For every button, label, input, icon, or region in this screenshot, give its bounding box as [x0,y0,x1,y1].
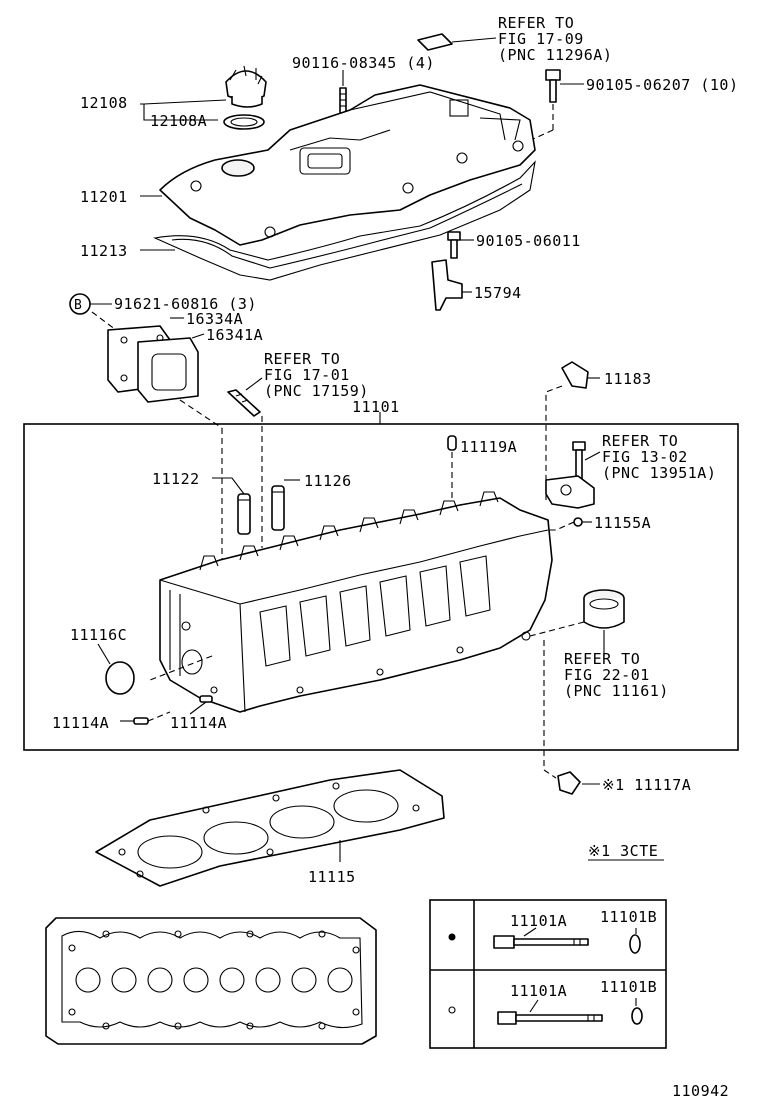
refer-1709-line3: (PNC 11296A) [498,46,612,64]
label-90116-08345: 90116-08345 (4) [292,54,435,72]
cam-cap-11183 [545,361,600,500]
label-11101: 11101 [352,398,400,416]
label-11183: 11183 [604,370,652,388]
table-label-11101A-2: 11101A [510,982,567,1000]
label-11122: 11122 [152,470,200,488]
stud-bolt-90116-08345 [339,70,347,119]
valve-guide-11122 [212,428,251,560]
cam-seal-cup [529,589,625,656]
plug-11117A [543,640,600,795]
stud-17159 [227,377,263,417]
circle-b-text: B [74,298,82,313]
label-12108: 12108 [80,94,128,112]
bolt-90105-06011 [447,231,474,259]
bolt-table [429,899,667,1049]
label-11117A: ※1 11117A [602,776,691,794]
label-90105-06207: 90105-06207 (10) [586,76,739,94]
refer-1701-line1: REFER TO [264,350,340,368]
label-16334A: 16334A [186,310,243,328]
label-11155A: 11155A [594,514,651,532]
refer-1302-line3: (PNC 13951A) [602,464,716,482]
label-11116C: 11116C [70,626,127,644]
plug-11119A [447,435,457,500]
label-11126: 11126 [304,472,352,490]
figure-number: 110942 [672,1082,729,1100]
label-11213: 11213 [80,242,128,260]
note-3cte: ※1 3CTE [588,842,658,860]
table-row2-dot [448,1006,456,1014]
label-15794: 15794 [474,284,522,302]
label-11114A-right: 11114A [170,714,227,732]
circle-b-mark: B [69,293,117,331]
refer-1302-line1: REFER TO [602,432,678,450]
table-label-11101B-2: 11101B [600,978,657,996]
refer-2201-line1: REFER TO [564,650,640,668]
table-row1-dot [448,933,456,941]
head-bottom-view [45,917,377,1045]
label-90105-06011: 90105-06011 [476,232,581,250]
table-label-11101B-1: 11101B [600,908,657,926]
label-11119A: 11119A [460,438,517,456]
bearing-cap-bolt [540,441,601,531]
expansion-plug-11116C [97,643,135,695]
cover-gasket [140,160,536,281]
cylinder-head [149,491,553,713]
label-11115: 11115 [308,868,356,886]
cover-gasket-plate [417,33,497,51]
refer-2201-line3: (PNC 11161) [564,682,669,700]
label-16341A: 16341A [206,326,263,344]
label-12108A: 12108A [150,112,207,130]
cylinder-head-box [23,423,739,751]
table-label-11101A-1: 11101A [510,912,567,930]
dowel-pins-11114A [120,695,213,725]
refer-1302-line2: FIG 13-02 [602,448,688,466]
cam-position-sensor [431,259,472,311]
refer-1709-line2: FIG 17-09 [498,30,584,48]
refer-2201-line2: FIG 22-01 [564,666,650,684]
label-91621-60816: 91621-60816 (3) [114,295,257,313]
oil-filler-cap [140,65,267,130]
refer-1701-line3: (PNC 17159) [264,382,369,400]
refer-1701-line2: FIG 17-01 [264,366,350,384]
refer-1709-line1: REFER TO [498,14,574,32]
label-11114A-left: 11114A [52,714,109,732]
head-gasket [95,769,445,887]
cylinder-head-cover [140,84,536,246]
valve-guide-11126 [261,416,300,548]
label-11201: 11201 [80,188,128,206]
